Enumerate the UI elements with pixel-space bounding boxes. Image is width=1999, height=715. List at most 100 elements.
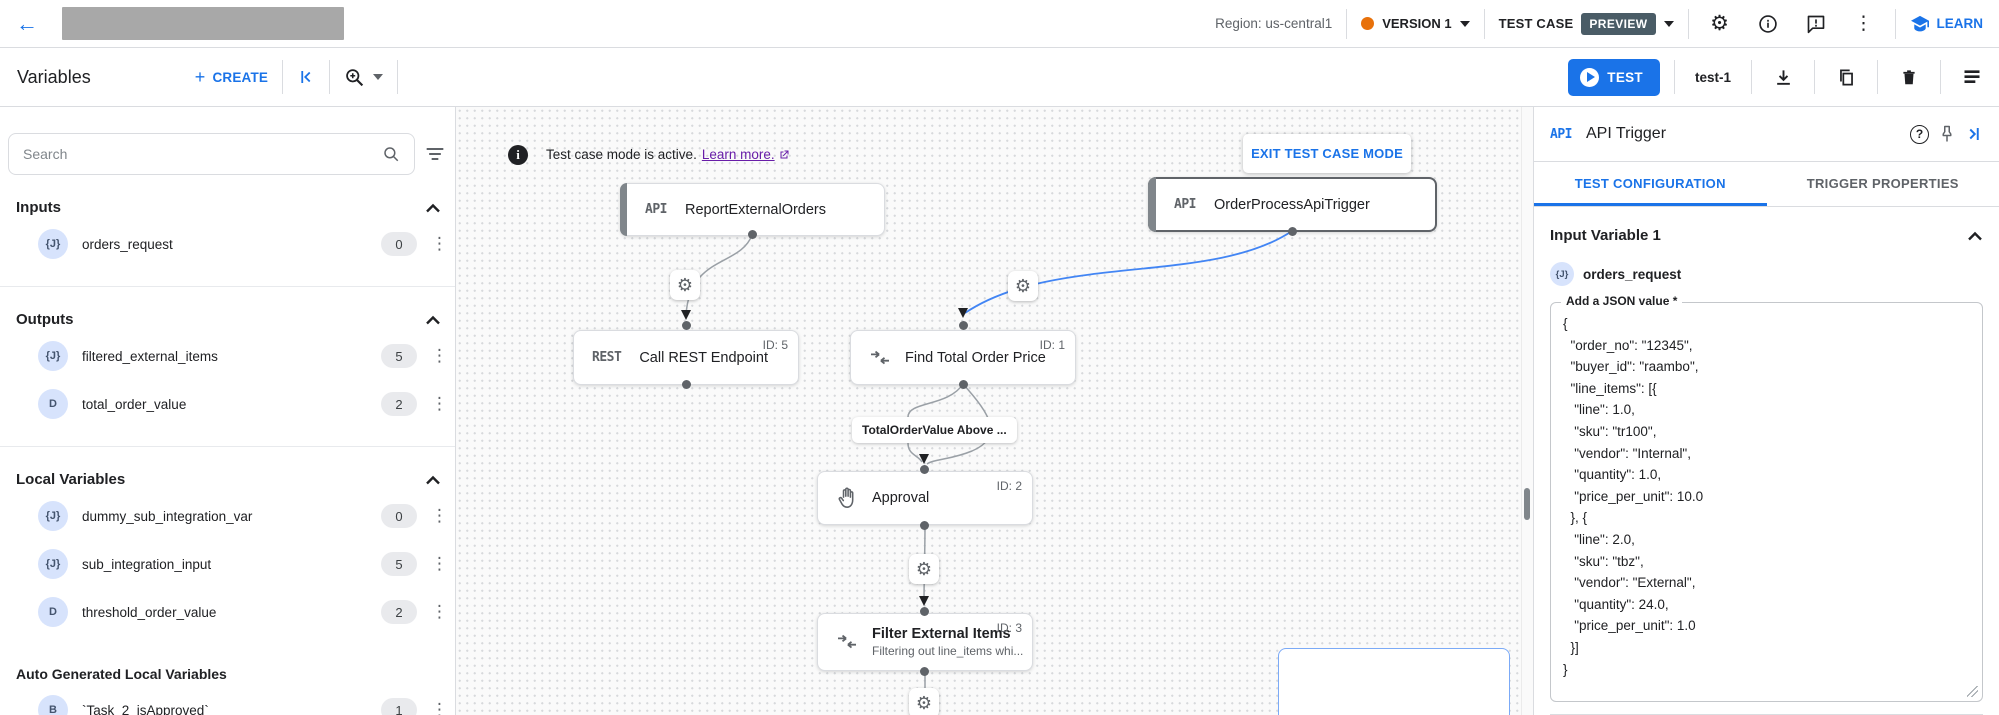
chevron-up-icon[interactable] xyxy=(1967,231,1983,241)
more-options-kebab-icon[interactable]: ⋮ xyxy=(1854,13,1873,34)
zoom-dropdown[interactable] xyxy=(344,67,384,88)
variable-row[interactable]: D threshold_order_value 2 ⋮ xyxy=(0,592,455,632)
node-filter-external-items[interactable]: Filter External Items Filtering out line… xyxy=(817,613,1033,671)
connector-dot[interactable] xyxy=(920,667,929,676)
usage-count-badge: 2 xyxy=(381,392,417,416)
version-dropdown[interactable]: VERSION 1 xyxy=(1361,16,1470,31)
region-label: Region: us-central1 xyxy=(1215,16,1333,31)
canvas-scrollbar-thumb[interactable] xyxy=(1524,488,1530,520)
workflow-canvas[interactable]: i Test case mode is active. Learn more. … xyxy=(456,107,1533,715)
variable-row[interactable]: {J} dummy_sub_integration_var 0 ⋮ xyxy=(0,496,455,536)
json-value-text[interactable]: { "order_no": "12345", "buyer_id": "raam… xyxy=(1563,316,1704,677)
divider xyxy=(1877,60,1878,94)
row-kebab-icon[interactable]: ⋮ xyxy=(431,554,448,573)
collapse-panel-left-icon[interactable] xyxy=(297,68,315,86)
chevron-up-icon[interactable] xyxy=(425,475,441,485)
variable-row[interactable]: {J} sub_integration_input 5 ⋮ xyxy=(0,544,455,584)
connector-dot[interactable] xyxy=(1288,227,1297,236)
settings-gear-icon[interactable]: ⚙ xyxy=(1710,12,1729,35)
edge-gear-icon[interactable]: ⚙ xyxy=(909,554,939,584)
create-label: CREATE xyxy=(212,69,269,85)
chevron-down-icon xyxy=(1663,20,1674,27)
copy-icon[interactable] xyxy=(1829,60,1863,94)
panel-tabs: TEST CONFIGURATION TRIGGER PROPERTIES xyxy=(1534,162,1999,207)
node-report-external-orders[interactable]: API ReportExternalOrders xyxy=(620,183,885,236)
section-title: Local Variables xyxy=(16,471,126,488)
divider xyxy=(1814,60,1815,94)
test-button-label: TEST xyxy=(1607,69,1643,85)
connector-dot[interactable] xyxy=(920,521,929,530)
resize-handle[interactable] xyxy=(1967,686,1978,697)
json-type-icon: {J} xyxy=(38,501,68,531)
info-icon[interactable] xyxy=(1751,7,1785,41)
tab-trigger-properties[interactable]: TRIGGER PROPERTIES xyxy=(1806,176,1959,191)
node-id: ID: 3 xyxy=(996,621,1022,635)
variable-row[interactable]: {J} filtered_external_items 5 ⋮ xyxy=(0,336,455,376)
connector-dot[interactable] xyxy=(682,380,691,389)
logs-list-icon[interactable] xyxy=(1955,60,1989,94)
double-type-icon: D xyxy=(38,597,68,627)
usage-count-badge: 5 xyxy=(381,344,417,368)
learn-link[interactable]: LEARN xyxy=(1910,15,1983,33)
row-kebab-icon[interactable]: ⋮ xyxy=(431,700,448,715)
learn-more-link[interactable]: Learn more. xyxy=(702,147,790,162)
node-call-rest-endpoint[interactable]: REST Call REST Endpoint ID: 5 xyxy=(573,330,799,385)
row-kebab-icon[interactable]: ⋮ xyxy=(431,346,448,365)
api-trigger-type-label: API xyxy=(645,202,667,217)
help-icon[interactable]: ? xyxy=(1910,124,1929,144)
variable-row[interactable]: D total_order_value 2 ⋮ xyxy=(0,384,455,424)
banner-message: Test case mode is active. xyxy=(546,147,697,162)
section-header-auto-generated: Auto Generated Local Variables xyxy=(0,666,455,682)
chevron-up-icon[interactable] xyxy=(425,315,441,325)
variable-row[interactable]: {J} orders_request 0 ⋮ xyxy=(0,224,455,264)
connector-dot[interactable] xyxy=(920,607,929,616)
feedback-icon[interactable] xyxy=(1799,7,1833,41)
api-badge: API xyxy=(1550,126,1572,142)
pin-icon[interactable] xyxy=(1938,124,1956,144)
usage-count-badge: 0 xyxy=(381,504,417,528)
variable-name: sub_integration_input xyxy=(82,556,212,572)
divider xyxy=(0,446,455,447)
canvas-scrollbar-track[interactable] xyxy=(1521,107,1533,715)
tab-test-configuration[interactable]: TEST CONFIGURATION xyxy=(1534,162,1767,206)
variable-name: orders_request xyxy=(1583,266,1682,282)
row-kebab-icon[interactable]: ⋮ xyxy=(431,234,448,253)
collapse-panel-right-icon[interactable] xyxy=(1965,125,1983,143)
node-find-total-order-price[interactable]: Find Total Order Price ID: 1 xyxy=(850,330,1076,385)
sort-filter-icon[interactable] xyxy=(425,146,445,162)
edge-gear-icon[interactable]: ⚙ xyxy=(670,270,700,300)
variable-row[interactable]: B `Task_2_isApproved` 1 ⋮ xyxy=(0,690,455,715)
back-arrow-icon[interactable]: ← xyxy=(16,10,38,36)
workflow-edges xyxy=(681,230,1293,707)
edge-condition-label[interactable]: TotalOrderValue Above ... xyxy=(852,417,1017,443)
node-approval[interactable]: Approval ID: 2 xyxy=(817,471,1033,525)
node-order-process-api-trigger[interactable]: API OrderProcessApiTrigger xyxy=(1148,177,1437,232)
row-kebab-icon[interactable]: ⋮ xyxy=(431,394,448,413)
node-title: Call REST Endpoint xyxy=(639,349,768,366)
test-case-dropdown[interactable]: TEST CASE PREVIEW xyxy=(1499,12,1674,35)
chevron-up-icon[interactable] xyxy=(425,203,441,213)
usage-count-badge: 0 xyxy=(381,232,417,256)
exit-test-case-mode-button[interactable]: EXIT TEST CASE MODE xyxy=(1243,134,1411,173)
row-kebab-icon[interactable]: ⋮ xyxy=(431,506,448,525)
node-title: Approval xyxy=(872,490,930,506)
variable-name: filtered_external_items xyxy=(82,348,218,364)
connector-dot[interactable] xyxy=(748,230,757,239)
connector-dot[interactable] xyxy=(920,465,929,474)
connector-dot[interactable] xyxy=(959,321,968,330)
json-value-field[interactable]: Add a JSON value * { "order_no": "12345"… xyxy=(1550,294,1983,702)
connector-dot[interactable] xyxy=(959,380,968,389)
info-icon: i xyxy=(508,145,528,165)
search-input[interactable] xyxy=(23,146,382,162)
create-variable-button[interactable]: + CREATE xyxy=(195,68,268,86)
download-icon[interactable] xyxy=(1766,60,1800,94)
test-button[interactable]: TEST xyxy=(1568,58,1660,96)
play-icon xyxy=(1580,67,1600,87)
delete-trash-icon[interactable] xyxy=(1892,60,1926,94)
edge-gear-icon[interactable]: ⚙ xyxy=(1008,271,1038,301)
edge-gear-icon[interactable]: ⚙ xyxy=(909,688,939,715)
canvas-note-box[interactable] xyxy=(1278,648,1510,715)
panel-title: API Trigger xyxy=(1585,125,1667,142)
connector-dot[interactable] xyxy=(682,321,691,330)
row-kebab-icon[interactable]: ⋮ xyxy=(431,602,448,621)
